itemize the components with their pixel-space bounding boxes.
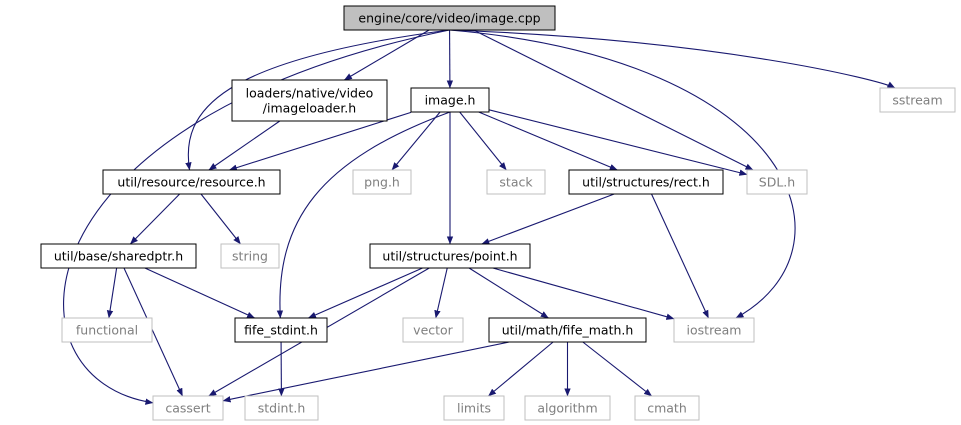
- node-box-algorithm: [524, 395, 611, 421]
- edge-point-to-fife_stdint: [308, 267, 423, 319]
- node-label-string: string: [232, 249, 268, 264]
- edge-image_h-to-png: [391, 111, 441, 171]
- node-sharedptr[interactable]: util/base/sharedptr.h: [40, 243, 197, 269]
- edge-resource-to-string: [200, 193, 241, 245]
- node-label-stack: stack: [499, 175, 533, 190]
- edge-imageloader-to-resource: [208, 120, 281, 171]
- node-box-resource: [102, 169, 281, 195]
- node-sstream: sstream: [879, 87, 956, 113]
- node-stack: stack: [486, 169, 546, 195]
- node-fife_stdint[interactable]: fife_stdint.h: [234, 317, 328, 343]
- edge-image_h-to-stack: [459, 111, 507, 171]
- node-resource[interactable]: util/resource/resource.h: [102, 169, 281, 195]
- node-box-point: [369, 243, 531, 269]
- node-root: engine/core/video/image.cpp: [343, 5, 556, 31]
- edge-root-to-imageloader: [343, 29, 430, 81]
- edge-point-to-vector: [434, 267, 448, 319]
- node-functional: functional: [61, 317, 153, 343]
- node-algorithm: algorithm: [524, 395, 611, 421]
- edge-image_h-to-sdl: [488, 109, 748, 176]
- node-point[interactable]: util/structures/point.h: [369, 243, 531, 269]
- node-label-png: png.h: [364, 175, 400, 190]
- node-box-vector: [402, 317, 464, 343]
- node-box-root: [343, 5, 556, 31]
- node-box-limits: [443, 395, 505, 421]
- edge-resource-to-sharedptr: [129, 193, 181, 245]
- edge-fife_math-to-cassert: [222, 341, 510, 403]
- edge-root-to-resource: [185, 29, 450, 171]
- node-box-rect: [568, 169, 724, 195]
- edge-root-to-sstream: [449, 29, 896, 89]
- node-string: string: [220, 243, 280, 269]
- node-imageloader[interactable]: loaders/native/video/imageloader.h: [231, 79, 388, 122]
- node-label-sharedptr: util/base/sharedptr.h: [54, 249, 183, 264]
- node-png: png.h: [352, 169, 412, 195]
- node-label-stdint: stdint.h: [258, 401, 306, 416]
- node-label-sdl: SDL.h: [759, 175, 795, 190]
- node-label-cmath: cmath: [647, 401, 687, 416]
- edge-root-to-sdl: [473, 29, 754, 171]
- node-label-limits: limits: [457, 401, 491, 416]
- edge-sharedptr-to-functional: [106, 267, 118, 319]
- node-label-algorithm: algorithm: [537, 401, 597, 416]
- node-box-sharedptr: [40, 243, 197, 269]
- node-box-stack: [486, 169, 546, 195]
- edge-sharedptr-to-fife_stdint: [144, 267, 256, 319]
- node-label-imageloader-line1: loaders/native/video: [246, 86, 374, 101]
- node-label-vector: vector: [413, 323, 454, 338]
- node-stdint: stdint.h: [244, 395, 319, 421]
- node-box-png: [352, 169, 412, 195]
- node-vector: vector: [402, 317, 464, 343]
- node-cmath: cmath: [634, 395, 700, 421]
- edge-sharedptr-to-cassert: [123, 267, 184, 397]
- edge-point-to-fife_math: [468, 267, 549, 319]
- node-label-rect: util/structures/rect.h: [582, 175, 710, 190]
- node-rect[interactable]: util/structures/rect.h: [568, 169, 724, 195]
- node-box-functional: [61, 317, 153, 343]
- node-box-image_h: [410, 87, 490, 113]
- node-sdl: SDL.h: [746, 169, 808, 195]
- node-label-cassert: cassert: [165, 401, 210, 416]
- node-box-imageloader: [231, 79, 388, 122]
- node-box-cassert: [152, 395, 224, 421]
- node-label-resource: util/resource/resource.h: [117, 175, 265, 190]
- edge-image_h-to-resource: [228, 111, 412, 171]
- edge-rect-to-iostream: [651, 193, 709, 319]
- node-box-string: [220, 243, 280, 269]
- node-label-point: util/structures/point.h: [382, 249, 517, 264]
- node-label-functional: functional: [76, 323, 138, 338]
- node-box-sdl: [746, 169, 808, 195]
- node-box-stdint: [244, 395, 319, 421]
- node-label-iostream: iostream: [687, 323, 742, 338]
- node-label-image_h: image.h: [425, 93, 476, 108]
- edge-rect-to-point: [481, 193, 615, 245]
- edge-fife_math-to-cmath: [582, 341, 653, 397]
- node-label-imageloader-line2: /imageloader.h: [263, 101, 356, 116]
- edge-image_h-to-rect: [478, 111, 618, 171]
- node-label-root: engine/core/video/image.cpp: [358, 11, 540, 26]
- node-image_h[interactable]: image.h: [410, 87, 490, 113]
- node-label-sstream: sstream: [892, 93, 942, 108]
- edge-point-to-iostream: [492, 267, 675, 320]
- edge-image_h-to-fife_stdint: [276, 111, 451, 319]
- edge-root-to-cassert: [63, 29, 450, 405]
- node-label-fife_math: util/math/fife_math.h: [502, 323, 634, 338]
- node-cassert: cassert: [152, 395, 224, 421]
- node-box-iostream: [673, 317, 755, 343]
- node-box-cmath: [634, 395, 700, 421]
- edge-root-to-iostream: [449, 29, 796, 319]
- node-limits: limits: [443, 395, 505, 421]
- node-box-sstream: [879, 87, 956, 113]
- node-label-fife_stdint: fife_stdint.h: [244, 323, 318, 338]
- edge-fife_math-to-limits: [488, 341, 554, 397]
- node-iostream: iostream: [673, 317, 755, 343]
- node-box-fife_stdint: [234, 317, 328, 343]
- node-fife_math[interactable]: util/math/fife_math.h: [488, 317, 647, 343]
- node-box-fife_math: [488, 317, 647, 343]
